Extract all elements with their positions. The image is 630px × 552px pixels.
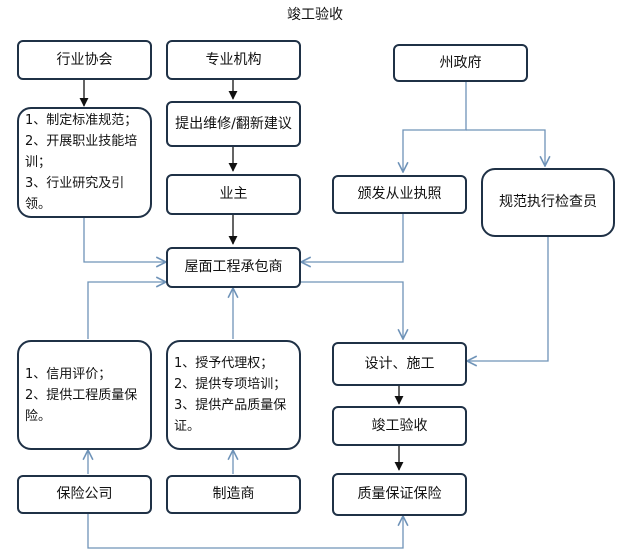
node-association-duties: 1、制定标准规范； 2、开展职业技能培训； 3、行业研究及引领。 (17, 107, 152, 218)
list-item: 2、提供专项培训； (174, 377, 287, 392)
node-label: 屋面工程承包商 (184, 259, 283, 276)
node-label: 行业协会 (56, 51, 113, 68)
node-label: 制造商 (212, 486, 255, 503)
node-label: 专业机构 (205, 51, 262, 68)
list-item: 2、提供工程质量保险。 (25, 387, 138, 424)
list-item: 1、授予代理权； (174, 356, 274, 371)
arrow-duties-to-contractor (83, 218, 166, 262)
node-label: 保险公司 (56, 486, 113, 503)
node-contractor: 屋面工程承包商 (166, 247, 301, 288)
node-manufacturer: 制造商 (166, 475, 301, 514)
arrow-insurance-duties-to-contractor (87, 282, 166, 339)
list-item: 3、提供产品质量保证。 (174, 398, 287, 434)
node-license: 颁发从业执照 (332, 175, 467, 214)
node-state-government: 州政府 (393, 44, 528, 82)
list-item: 1、信用评价； (25, 366, 112, 382)
list-item: 2、开展职业技能培训； (25, 134, 138, 170)
page-title: 竣工验收 (287, 7, 343, 23)
node-label: 质量保证保险 (357, 486, 442, 503)
duties-list: 1、信用评价； 2、提供工程质量保险。 (25, 364, 144, 427)
arrow-license-to-contractor (301, 214, 404, 262)
node-manufacturer-duties: 1、授予代理权； 2、提供专项培训； 3、提供产品质量保证。 (166, 340, 301, 450)
node-acceptance: 竣工验收 (332, 406, 467, 446)
node-design-build: 设计、施工 (332, 342, 467, 386)
duties-list: 1、授予代理权； 2、提供专项培训； 3、提供产品质量保证。 (174, 353, 293, 437)
node-label: 规范执行检查员 (499, 194, 597, 211)
arrow-gov-to-inspector (466, 129, 545, 166)
arrow-gov-to-license (403, 62, 467, 172)
node-label: 州政府 (439, 54, 482, 71)
duties-list: 1、制定标准规范； 2、开展职业技能培训； 3、行业研究及引领。 (25, 110, 144, 215)
node-owner: 业主 (166, 174, 301, 215)
node-label: 设计、施工 (364, 355, 435, 372)
list-item: 1、制定标准规范； (25, 113, 138, 128)
node-insurance-duties: 1、信用评价； 2、提供工程质量保险。 (17, 340, 152, 450)
arrow-contractor-to-design (301, 281, 403, 339)
node-label: 业主 (219, 186, 248, 203)
node-label: 竣工验收 (371, 417, 428, 434)
node-professional-organization: 专业机构 (166, 40, 301, 80)
node-repair-advice: 提出维修/翻新建议 (166, 101, 301, 147)
node-industry-association: 行业协会 (17, 40, 152, 80)
node-quality-warranty: 质量保证保险 (332, 473, 467, 516)
list-item: 3、行业研究及引领。 (25, 176, 125, 212)
arrow-insurer-to-warranty (87, 514, 403, 549)
node-label: 颁发从业执照 (357, 186, 442, 203)
node-inspector: 规范执行检查员 (481, 168, 615, 237)
node-label: 提出维修/翻新建议 (175, 115, 292, 132)
node-insurance-company: 保险公司 (17, 475, 152, 514)
arrow-inspector-to-design (467, 237, 549, 361)
